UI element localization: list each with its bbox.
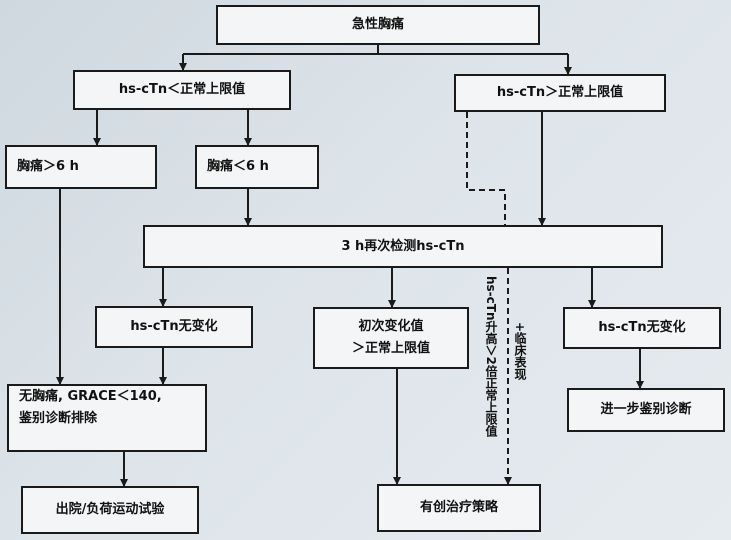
node-label: 出院/负荷运动试验	[55, 502, 165, 517]
node-label: 急性胸痛	[351, 17, 404, 32]
node-recheck: 3 h再次检测hs-cTn	[143, 225, 663, 268]
node-label: 胸痛＜6 h	[207, 159, 269, 174]
node-label: 胸痛＞6 h	[17, 159, 79, 174]
node-label-line1: 初次变化值	[358, 319, 424, 334]
node-pain-lt6: 胸痛＜6 h	[195, 145, 319, 189]
node-label: hs-cTn＜正常上限值	[118, 82, 246, 97]
node-pain-gt6: 胸痛＞6 h	[5, 145, 157, 189]
node-label-line1: 无胸痛, GRACE＜140,	[19, 389, 162, 404]
node-further-dx: 进一步鉴别诊断	[567, 388, 725, 432]
edge-above-dashed	[466, 112, 506, 225]
node-initial-change: 初次变化值 ＞正常上限值	[313, 307, 469, 369]
edge-label-clinical: +临床表现	[513, 322, 527, 381]
node-label-line2: 鉴别诊断排除	[19, 411, 98, 426]
node-no-change-right: hs-cTn无变化	[563, 307, 721, 349]
node-acute-chest-pain: 急性胸痛	[216, 5, 540, 45]
node-invasive: 有创治疗策略	[377, 484, 541, 532]
node-label-line2: ＞正常上限值	[351, 341, 430, 356]
node-label: hs-cTn＞正常上限值	[496, 85, 624, 100]
node-no-change-left: hs-cTn无变化	[95, 306, 253, 348]
node-label: 3 h再次检测hs-cTn	[341, 238, 465, 254]
node-label: hs-cTn无变化	[130, 319, 218, 334]
node-discharge: 出院/负荷运动试验	[21, 486, 199, 534]
edge-label-rise: hs-cTn升高＞2倍正常上限值	[484, 276, 498, 437]
node-no-pain: 无胸痛, GRACE＜140, 鉴别诊断排除	[7, 384, 207, 452]
node-label: 有创治疗策略	[419, 500, 498, 515]
node-label: 进一步鉴别诊断	[600, 402, 692, 417]
node-hs-ctn-below: hs-cTn＜正常上限值	[73, 70, 291, 110]
node-label: hs-cTn无变化	[598, 320, 686, 335]
node-hs-ctn-above: hs-cTn＞正常上限值	[454, 74, 666, 112]
